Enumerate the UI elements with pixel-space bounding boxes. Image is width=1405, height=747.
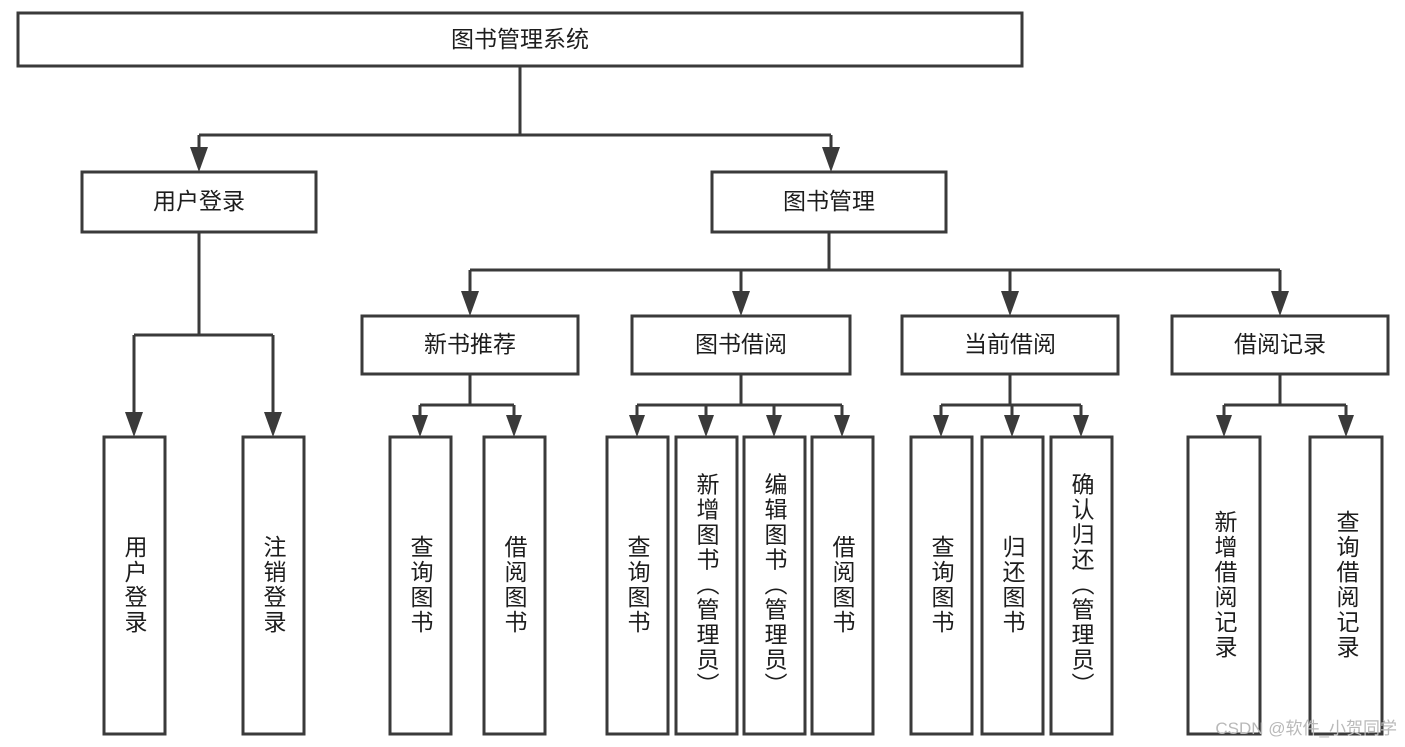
- node-leaf-bb-edit-label: 编辑图书（管理员）: [761, 473, 788, 698]
- node-leaf-logout-box: [241, 435, 306, 736]
- arrow-to-book-borrow: [732, 291, 750, 316]
- node-current-borrow-label: 当前借阅: [964, 331, 1056, 357]
- node-user-login-box: [80, 170, 318, 234]
- arrow-to-new-book-rec: [461, 291, 479, 316]
- node-new-book-rec[interactable]: 新书推荐: [360, 314, 580, 376]
- node-leaf-cb-confirm[interactable]: 确认归还（管理员）: [1049, 435, 1114, 736]
- node-leaf-cb-query[interactable]: 查询图书: [909, 435, 974, 736]
- node-leaf-br-add-box: [1186, 435, 1262, 736]
- edge-new-book-trunk: [418, 374, 516, 425]
- node-leaf-br-query[interactable]: 查询借阅记录: [1308, 435, 1384, 736]
- node-leaf-logout[interactable]: 注销登录: [241, 435, 306, 736]
- node-leaf-nb-borrow[interactable]: 借阅图书: [482, 435, 547, 736]
- arrow-to-leaf-bb-borrow: [834, 415, 850, 437]
- node-leaf-bb-borrow[interactable]: 借阅图书: [810, 435, 875, 736]
- node-leaf-cb-confirm-box: [1049, 435, 1114, 736]
- arrow-to-leaf-br-add: [1216, 415, 1232, 437]
- node-leaf-cb-query-box: [909, 435, 974, 736]
- node-leaf-br-query-box: [1308, 435, 1384, 736]
- node-leaf-nb-query[interactable]: 查询图书: [388, 435, 453, 736]
- node-leaf-user-login-label: 用户登录: [121, 535, 148, 635]
- node-book-manage-label: 图书管理: [783, 188, 875, 214]
- node-leaf-bb-query-label: 查询图书: [624, 535, 651, 635]
- arrow-to-book-manage: [822, 147, 840, 172]
- node-current-borrow[interactable]: 当前借阅: [900, 314, 1120, 376]
- node-leaf-nb-query-label: 查询图书: [407, 535, 434, 635]
- arrow-to-leaf-logout: [264, 412, 282, 437]
- node-leaf-user-login[interactable]: 用户登录: [102, 435, 167, 736]
- node-leaf-br-query-label: 查询借阅记录: [1333, 510, 1360, 660]
- node-user-login[interactable]: 用户登录: [80, 170, 318, 234]
- arrow-to-leaf-br-query: [1338, 415, 1354, 437]
- node-current-borrow-box: [900, 314, 1120, 376]
- node-new-book-rec-label: 新书推荐: [424, 331, 516, 357]
- arrow-to-leaf-cb-query: [933, 415, 949, 437]
- node-borrow-record-box: [1170, 314, 1390, 376]
- node-leaf-cb-query-label: 查询图书: [928, 535, 955, 635]
- node-root-label: 图书管理系统: [451, 26, 589, 52]
- node-borrow-record[interactable]: 借阅记录: [1170, 314, 1390, 376]
- node-leaf-bb-add-label: 新增图书（管理员）: [693, 473, 720, 698]
- node-leaf-cb-return-box: [980, 435, 1045, 736]
- arrow-to-leaf-bb-edit: [766, 415, 782, 437]
- node-leaf-bb-edit-box: [742, 435, 807, 736]
- node-leaf-bb-add-box: [674, 435, 739, 736]
- node-leaf-nb-borrow-box: [482, 435, 547, 736]
- node-book-borrow[interactable]: 图书借阅: [630, 314, 852, 376]
- arrow-to-leaf-cb-return: [1004, 415, 1020, 437]
- node-book-manage[interactable]: 图书管理: [710, 170, 948, 234]
- node-leaf-bb-borrow-box: [810, 435, 875, 736]
- arrow-to-leaf-bb-add: [698, 415, 714, 437]
- arrow-to-current-borrow: [1001, 291, 1019, 316]
- node-book-borrow-box: [630, 314, 852, 376]
- node-leaf-bb-edit[interactable]: 编辑图书（管理员）: [742, 435, 807, 736]
- edge-borrow-record-trunk: [1222, 374, 1348, 425]
- node-book-borrow-label: 图书借阅: [695, 331, 787, 357]
- node-leaf-br-add[interactable]: 新增借阅记录: [1186, 435, 1262, 736]
- node-leaf-nb-query-box: [388, 435, 453, 736]
- node-leaf-nb-borrow-label: 借阅图书: [501, 535, 528, 635]
- arrowhead-layer: [125, 147, 1354, 437]
- node-leaf-cb-return-label: 归还图书: [999, 535, 1026, 635]
- edge-book-borrow-trunk: [635, 374, 844, 425]
- arrow-to-leaf-nb-query: [412, 415, 428, 437]
- arrow-to-user-login: [190, 147, 208, 172]
- arrow-to-leaf-bb-query: [629, 415, 645, 437]
- node-leaf-bb-query-box: [605, 435, 670, 736]
- connector-layer: [132, 66, 1348, 425]
- arrow-to-borrow-record: [1271, 291, 1289, 316]
- node-user-login-label: 用户登录: [153, 188, 245, 214]
- edge-root-trunk: [197, 66, 833, 160]
- node-leaf-bb-borrow-label: 借阅图书: [829, 535, 856, 635]
- arrow-to-leaf-cb-confirm: [1073, 415, 1089, 437]
- arrow-to-leaf-nb-borrow: [506, 415, 522, 437]
- edge-book-manage-trunk: [468, 232, 1282, 305]
- node-new-book-rec-box: [360, 314, 580, 376]
- node-book-manage-box: [710, 170, 948, 234]
- node-leaf-logout-label: 注销登录: [260, 535, 287, 635]
- node-leaf-cb-confirm-label: 确认归还（管理员）: [1068, 473, 1095, 698]
- node-leaf-bb-query[interactable]: 查询图书: [605, 435, 670, 736]
- arrow-to-leaf-user-login: [125, 412, 143, 437]
- node-root-box: [16, 11, 1024, 68]
- edge-user-login-trunk: [132, 232, 275, 425]
- node-leaf-cb-return[interactable]: 归还图书: [980, 435, 1045, 736]
- node-root[interactable]: 图书管理系统: [16, 11, 1024, 68]
- node-borrow-record-label: 借阅记录: [1234, 331, 1326, 357]
- node-leaf-br-add-label: 新增借阅记录: [1211, 510, 1238, 660]
- node-leaf-bb-add[interactable]: 新增图书（管理员）: [674, 435, 739, 736]
- node-leaf-user-login-box: [102, 435, 167, 736]
